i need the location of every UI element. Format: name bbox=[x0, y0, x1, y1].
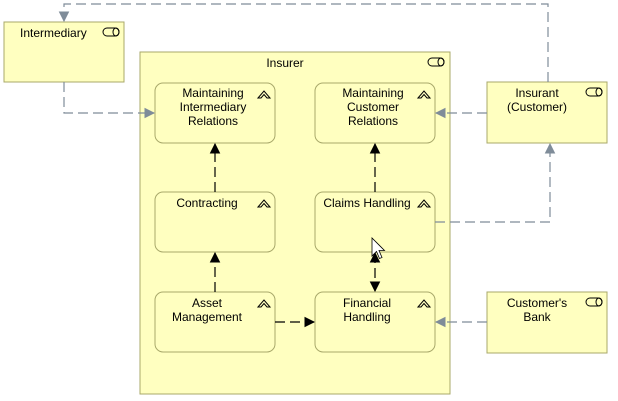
insurant-label-line1: Insurant bbox=[515, 86, 559, 100]
connector-insurant-to-intermediary[interactable] bbox=[58, 3, 549, 82]
maintaining-intermediary-relations-process[interactable]: Maintaining Intermediary Relations bbox=[154, 82, 276, 144]
intermediary-box[interactable]: Intermediary bbox=[3, 21, 125, 83]
asset-management-label-line2: Management bbox=[172, 310, 243, 324]
intermediary-label: Intermediary bbox=[20, 26, 87, 40]
actor-role-icon bbox=[585, 297, 603, 307]
actor-role-icon bbox=[102, 27, 120, 37]
process-chevron-icon bbox=[416, 90, 432, 99]
process-label-line2: Intermediary bbox=[180, 100, 247, 114]
process-chevron-icon bbox=[416, 199, 432, 208]
process-label-line3: Relations bbox=[188, 114, 238, 128]
insurant-label-line2: (Customer) bbox=[507, 100, 567, 114]
contracting-label: Contracting bbox=[176, 196, 237, 210]
contracting-process[interactable]: Contracting bbox=[154, 191, 276, 253]
customers-bank-box[interactable]: Customer's Bank bbox=[486, 291, 608, 354]
asset-management-process[interactable]: Asset Management bbox=[154, 291, 276, 353]
financial-handling-label-line1: Financial bbox=[343, 296, 391, 310]
asset-management-label-line1: Asset bbox=[192, 296, 223, 310]
connector-claims-to-insurant[interactable] bbox=[435, 142, 556, 223]
process-label-line1: Maintaining bbox=[342, 86, 403, 100]
claims-handling-process[interactable]: Claims Handling bbox=[314, 191, 436, 253]
insurer-label: Insurer bbox=[266, 56, 303, 70]
process-label-line3: Relations bbox=[348, 114, 398, 128]
process-label-line1: Maintaining bbox=[182, 86, 243, 100]
insurant-box[interactable]: Insurant (Customer) bbox=[486, 81, 608, 144]
process-chevron-icon bbox=[256, 299, 272, 308]
connector-intermediary-to-maint-intermediary[interactable] bbox=[63, 82, 156, 119]
process-chevron-icon bbox=[256, 90, 272, 99]
customers-bank-label-line2: Bank bbox=[523, 310, 551, 324]
financial-handling-process[interactable]: Financial Handling bbox=[314, 291, 436, 353]
customers-bank-label-line1: Customer's bbox=[507, 296, 567, 310]
process-label-line2: Customer bbox=[347, 100, 399, 114]
process-chevron-icon bbox=[256, 199, 272, 208]
actor-role-icon bbox=[427, 57, 445, 67]
actor-role-icon bbox=[585, 87, 603, 97]
claims-handling-label: Claims Handling bbox=[323, 196, 410, 210]
process-chevron-icon bbox=[416, 299, 432, 308]
financial-handling-label-line2: Handling bbox=[343, 310, 390, 324]
mouse-pointer-icon bbox=[371, 237, 386, 260]
maintaining-customer-relations-process[interactable]: Maintaining Customer Relations bbox=[314, 82, 436, 144]
